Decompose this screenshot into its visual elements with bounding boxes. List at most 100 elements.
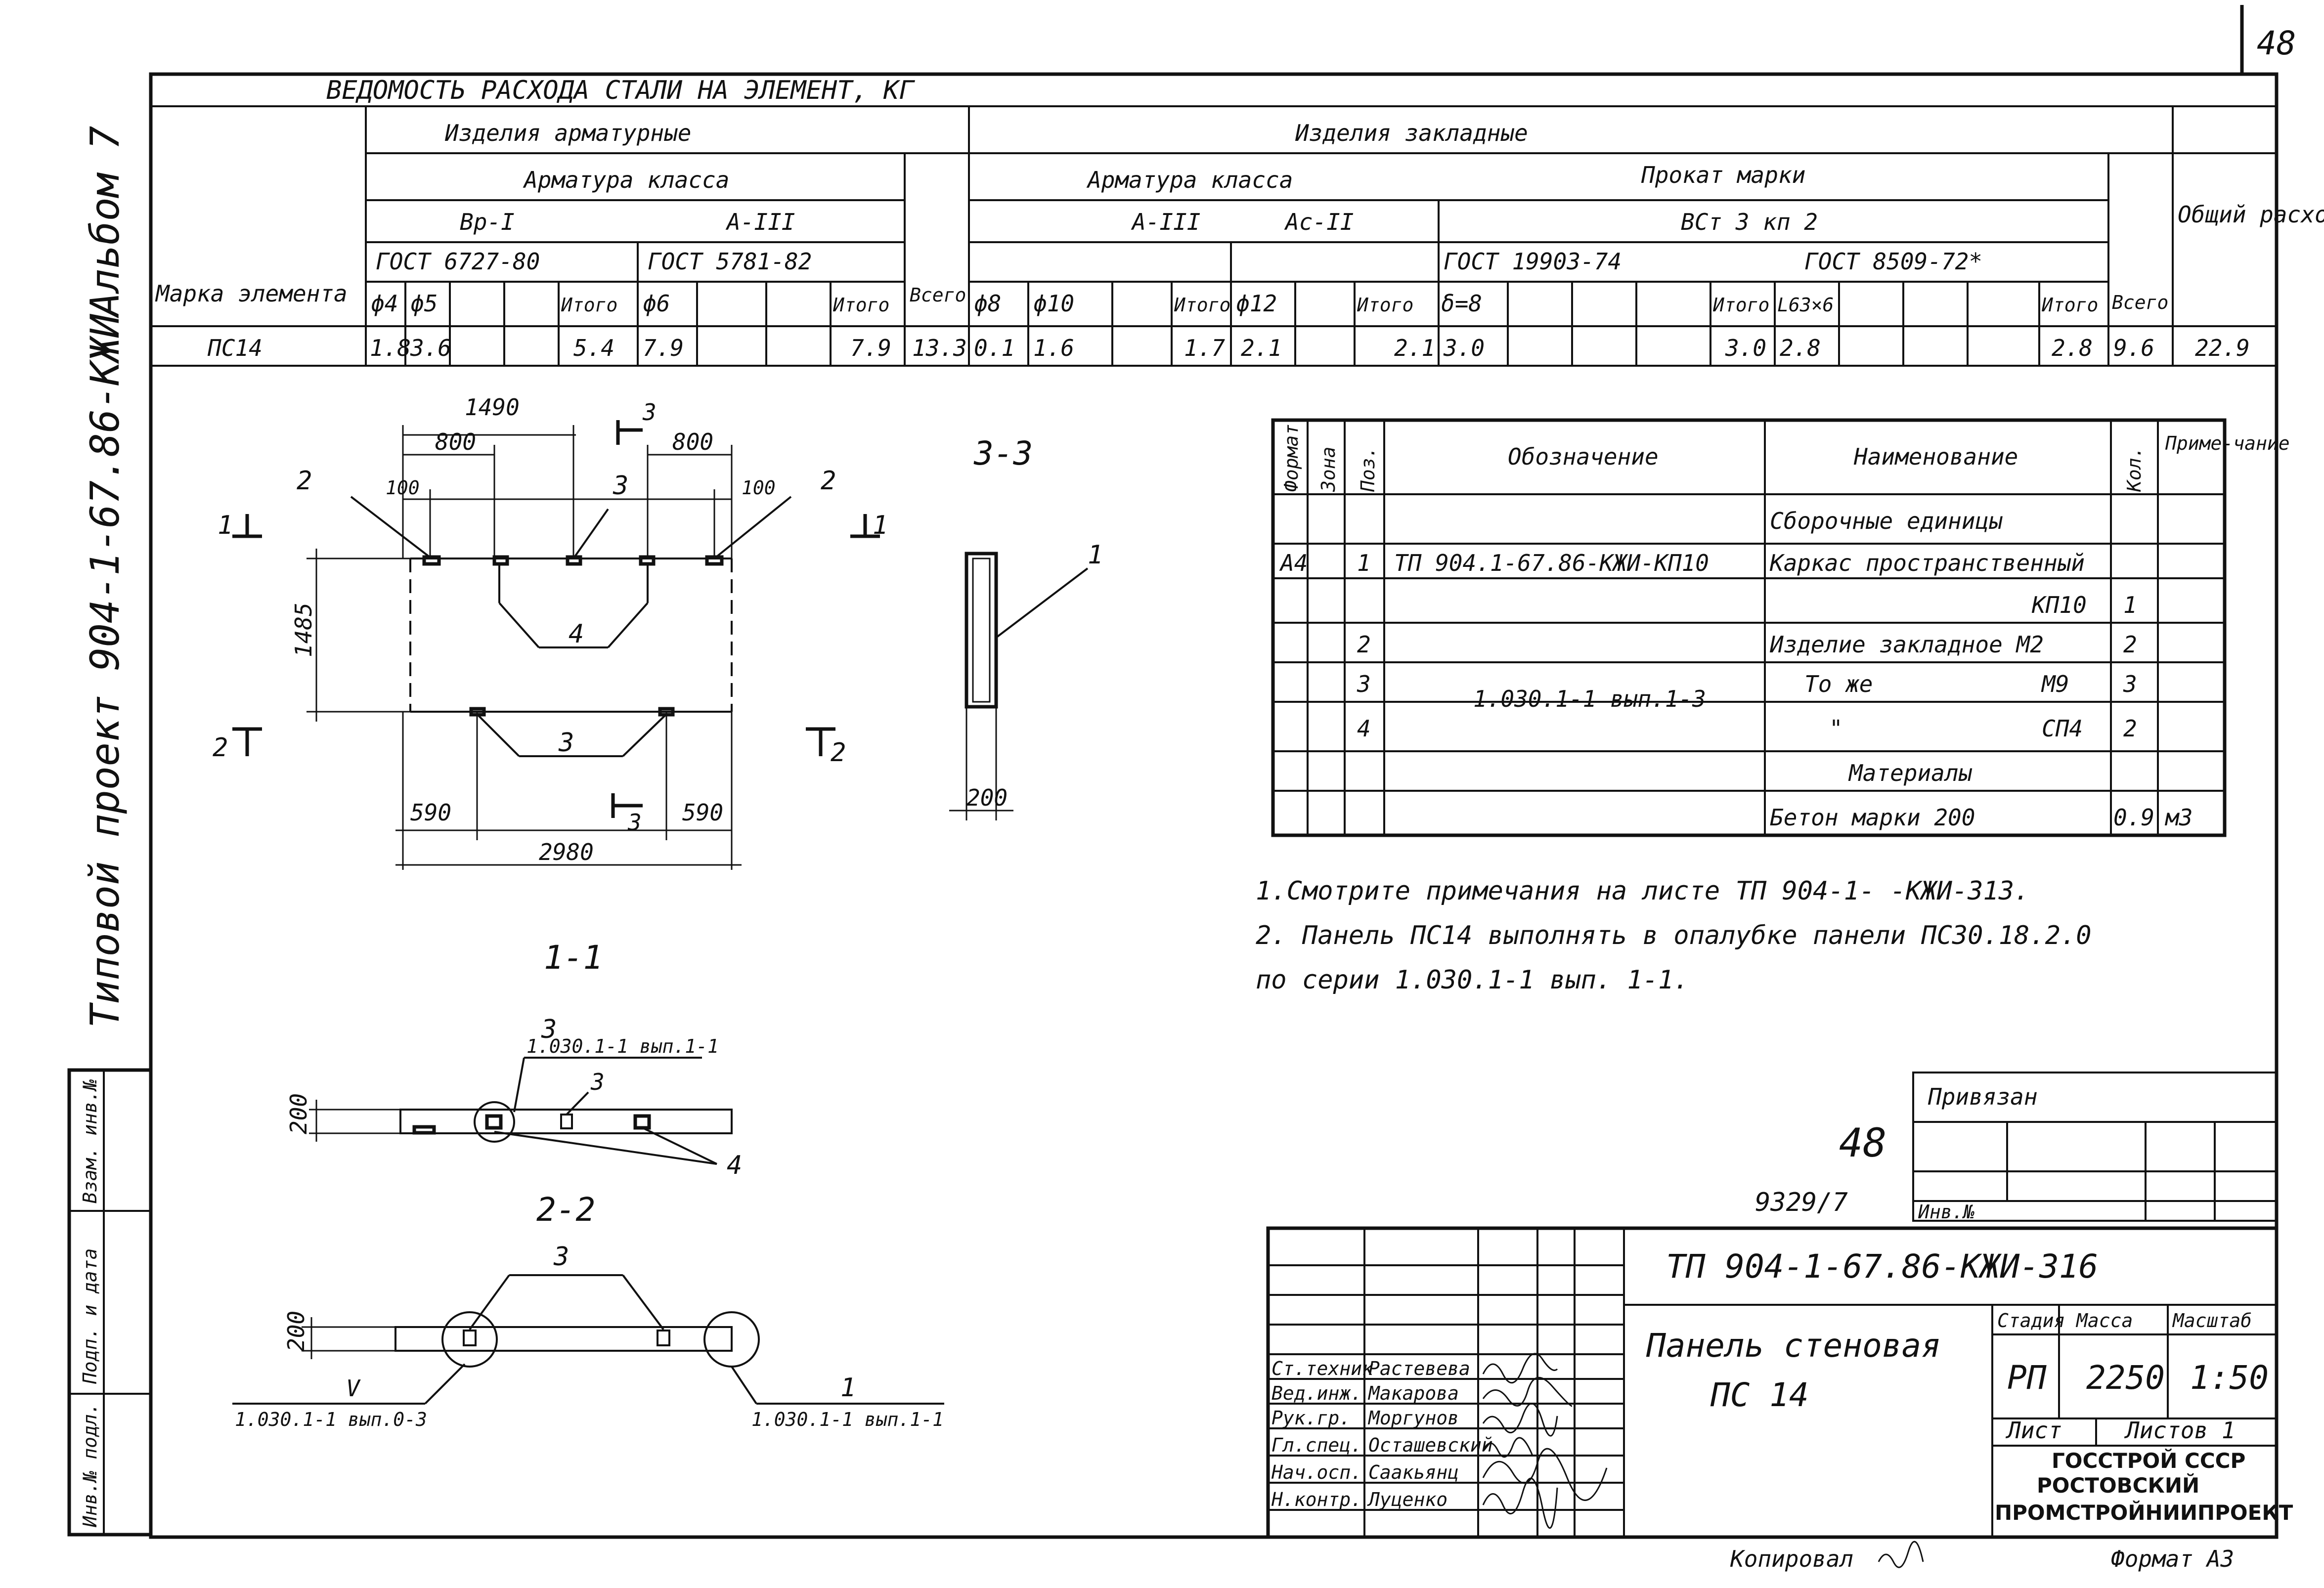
p2-role: Вед.инж. — [1272, 1382, 1362, 1404]
v-itogo-1: 5.4 — [573, 335, 614, 361]
note-2: 2. Панель ПС14 выполнять в опалубке пане… — [1256, 921, 2092, 950]
dim-2980: 2980 — [539, 839, 594, 865]
dim-200-s22: 200 — [283, 1311, 309, 1352]
arm-products-head: Изделия арматурные — [444, 120, 692, 146]
h-d5: ϕ5 — [410, 290, 438, 317]
p4-role: Гл.спец. — [1272, 1434, 1362, 1456]
dim-200-section33: 200 — [966, 784, 1008, 811]
p5-name: Саакьянц — [1368, 1461, 1459, 1483]
steel-table-title: ВЕДОМОСТЬ РАСХОДА СТАЛИ НА ЭЛЕМЕНТ, КГ — [326, 76, 915, 105]
h-d10: ϕ10 — [1033, 290, 1074, 317]
title-org-3: ПРОМСТРОЙНИИПРОЕКТ — [1995, 1500, 2293, 1525]
spec-r5-qty: 0.9 — [2113, 804, 2154, 831]
title-org-2: РОСТОВСКИЙ — [2037, 1473, 2199, 1498]
h-itogo-2: Итого — [833, 294, 889, 316]
callout-3-bottom: 3 — [558, 728, 574, 758]
title-block: ТП 904-1-67.86-КЖИ-316 Панель стеновая П… — [1266, 1226, 2293, 1539]
col-mark-head: Марка элемента — [155, 280, 348, 307]
section-mark-2-left: 2 — [213, 733, 228, 763]
section-3-3-label: 3-3 — [973, 434, 1033, 472]
p6-name: Луценко — [1367, 1489, 1447, 1510]
title-name-2: ПС 14 — [1710, 1376, 1809, 1414]
dim-800-left: 800 — [435, 429, 476, 455]
note-1: 1.Смотрите примечания на листе ТП 904-1-… — [1256, 876, 2029, 906]
emb-products-head: Изделия закладные — [1295, 120, 1528, 146]
v-s8: 3.0 — [1443, 335, 1485, 361]
binding-9329: 9329/7 — [1755, 1188, 1848, 1217]
spec-r3-qty: 3 — [2123, 671, 2137, 697]
section-2-2-label: 2-2 — [536, 1191, 595, 1229]
v-l63: 2.8 — [1780, 335, 1821, 361]
p3-role: Рук.гр. — [1272, 1407, 1351, 1429]
v-itogo-3: 1.7 — [1184, 335, 1225, 361]
title-name-1: Панель стеновая — [1646, 1327, 1941, 1365]
spec-r1-format: А4 — [1279, 550, 1308, 576]
p2-name: Макарова — [1367, 1382, 1459, 1404]
spec-h-pos: Поз. — [1357, 446, 1379, 492]
callout-2: 2 — [297, 466, 312, 496]
ref-1-1-s22: 1.030.1-1 вып.1-1 — [751, 1409, 944, 1430]
dim-1485: 1485 — [290, 602, 317, 657]
spec-section-materials: Материалы — [1848, 760, 1973, 786]
callout-3-s22: 3 — [553, 1242, 569, 1272]
title-stage-head: Стадия — [1997, 1310, 2065, 1331]
grade-vst: ВСт 3 кп 2 — [1681, 209, 1818, 235]
gost-1: ГОСТ 6727-80 — [376, 248, 540, 275]
v-d4: 1.8 — [370, 335, 411, 361]
binding-block: Привязан Инв.№ 48 9329/7 — [1755, 1072, 2278, 1223]
spec-r2-pos: 2 — [1357, 631, 1371, 658]
arm-class-head: Арматура класса — [523, 167, 729, 193]
p3-name: Моргунов — [1367, 1407, 1459, 1429]
h-itogo-5: Итого — [1712, 294, 1769, 316]
title-stage: РП — [2007, 1359, 2047, 1397]
grade-a3b: А-III — [1131, 209, 1200, 235]
section-mark-1-left: 1 — [218, 511, 233, 540]
p1-name: Растевева — [1368, 1358, 1470, 1379]
signatures — [1482, 1353, 1608, 1529]
title-mass: 2250 — [2086, 1359, 2165, 1397]
h-s8: δ=8 — [1441, 290, 1482, 317]
spec-r3-name2: М9 — [2041, 671, 2069, 697]
page-number: 48 — [2240, 5, 2296, 74]
callout-1-s22: 1 — [840, 1373, 856, 1403]
title-scale-head: Масштаб — [2172, 1310, 2252, 1331]
copied-label: Копировал — [1730, 1545, 1853, 1572]
arm-class-head-2: Арматура класса — [1086, 167, 1293, 193]
spec-r4-name2: СП4 — [2042, 715, 2083, 742]
note-3: по серии 1.030.1-1 вып. 1-1. — [1256, 965, 1689, 995]
side-title: Типовой проект 904-1-67.86-КЖИ Альбом 7 — [82, 126, 128, 1028]
rolled-head: Прокат марки — [1641, 162, 1805, 188]
grade-a3: А-III — [725, 209, 795, 235]
spec-r3-pos: 3 — [1357, 671, 1371, 697]
roman-5: V — [346, 1375, 361, 1402]
stamp-sign-label: Подп. и дата — [79, 1248, 101, 1384]
spec-r3-name: То же — [1804, 671, 1873, 697]
title-code: ТП 904-1-67.86-КЖИ-316 — [1666, 1247, 2098, 1286]
title-sheet-head: Лист — [2005, 1417, 2062, 1444]
title-scale: 1:50 — [2190, 1359, 2269, 1397]
title-sheets-head: Листов 1 — [2124, 1417, 2236, 1444]
spec-r1-pos: 1 — [1357, 550, 1371, 576]
h-d8: ϕ8 — [974, 290, 1001, 317]
section-mark-3-bottom: 3 — [627, 809, 642, 836]
spec-r1-name2: КП10 — [2031, 592, 2087, 618]
stamp-replace-label: Взам. инв.№ — [79, 1079, 101, 1203]
h-itogo-4: Итого — [1357, 294, 1413, 316]
section-mark-3-top: 3 — [642, 399, 657, 426]
v-vsego-2: 9.6 — [2113, 335, 2154, 361]
v-vsego-1: 13.3 — [912, 335, 967, 361]
spec-r2-qty: 2 — [2123, 631, 2137, 658]
spec-r5-name: Бетон марки 200 — [1770, 804, 1975, 831]
spec-r3-designation: 1.030.1-1 вып.1-3 — [1473, 686, 1706, 712]
spec-h-zone: Зона — [1317, 446, 1339, 492]
dim-590-left: 590 — [410, 799, 451, 826]
h-d6: ϕ6 — [643, 290, 670, 317]
gost-3: ГОСТ 19903-74 — [1444, 248, 1622, 275]
ref-1-1: 1.030.1-1 вып.1-1 — [526, 1035, 719, 1057]
v-itogo-5: 3.0 — [1725, 335, 1766, 361]
callout-3-top: 3 — [613, 471, 628, 501]
p6-role: Н.контр. — [1271, 1489, 1362, 1510]
spec-h-name: Наименование — [1853, 443, 2018, 470]
side-album-label: Альбом 7 — [82, 126, 128, 319]
grade-ac2: Ас-II — [1284, 209, 1354, 235]
